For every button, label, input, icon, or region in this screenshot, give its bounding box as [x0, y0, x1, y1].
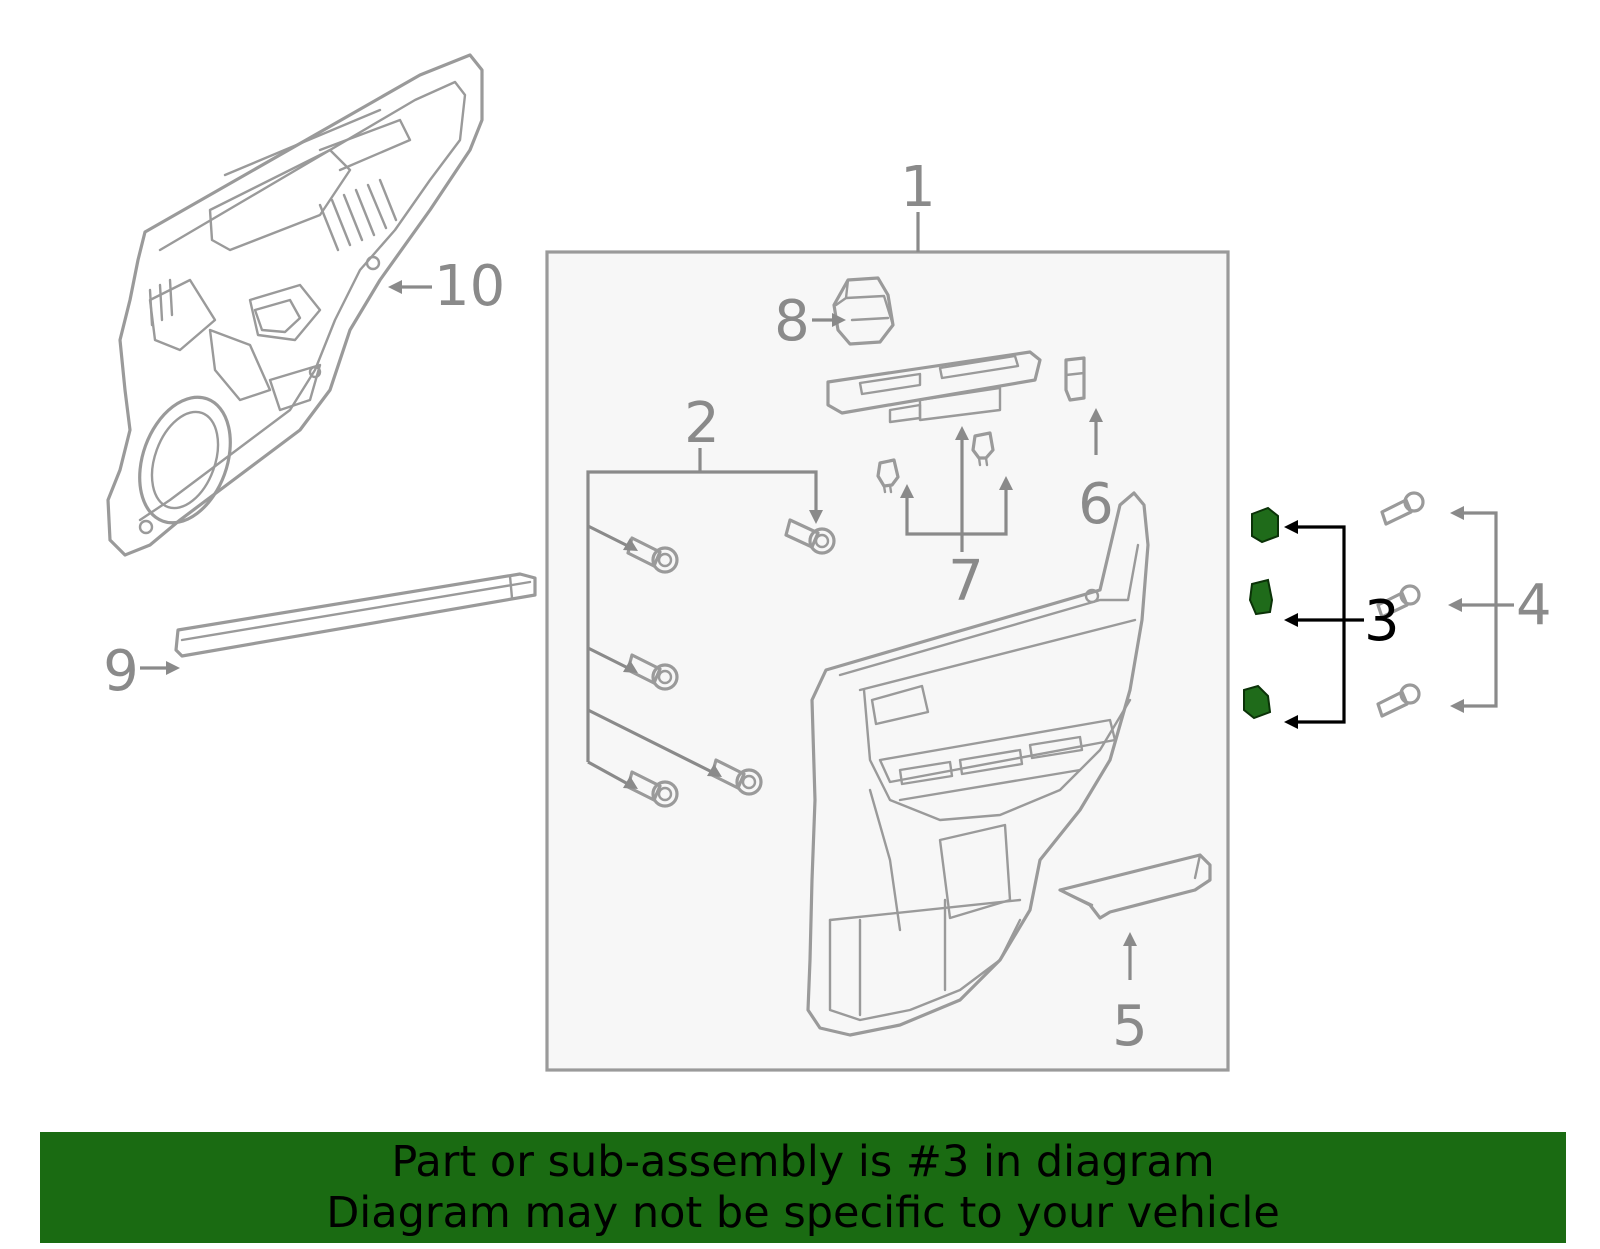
screws-part-4 — [1376, 491, 1425, 718]
clip-3b — [1248, 578, 1274, 616]
info-banner: Part or sub-assembly is #3 in diagram Di… — [40, 1132, 1566, 1243]
clip-part-6 — [1064, 356, 1086, 402]
door-trim-panel — [806, 491, 1150, 1037]
banner-line-disclaimer: Diagram may not be specific to your vehi… — [326, 1188, 1280, 1238]
screw-4a — [1380, 491, 1425, 526]
clip-3a — [1251, 506, 1279, 544]
assembly-box-part-1 — [545, 250, 1230, 1072]
callout-6: 6 — [1078, 472, 1114, 537]
callout-5: 5 — [1112, 994, 1148, 1059]
belt-weatherstrip-part-9 — [174, 572, 537, 658]
window-switch-bezel — [826, 350, 1042, 424]
callout-9: 9 — [103, 639, 139, 704]
pull-handle-part-5 — [1058, 853, 1212, 920]
callout-7: 7 — [948, 549, 984, 614]
callout-10: 10 — [434, 254, 505, 319]
screws-part-2 — [626, 518, 836, 808]
leader-lines — [140, 212, 1514, 980]
door-inner-frame-part-10 — [106, 53, 484, 557]
callout-1: 1 — [900, 155, 936, 220]
clips-part-7 — [876, 431, 995, 494]
callout-4: 4 — [1516, 573, 1552, 638]
screw-2b — [784, 518, 836, 555]
screw-4c — [1376, 683, 1421, 718]
callout-2: 2 — [684, 391, 720, 456]
banner-line-part-number: Part or sub-assembly is #3 in diagram — [391, 1137, 1215, 1187]
clip-3c — [1243, 684, 1272, 720]
callout-labels: 1 2 3 4 5 6 7 8 9 10 — [103, 155, 1551, 1059]
screw-4b — [1376, 584, 1421, 619]
clips-part-3 — [1243, 506, 1279, 720]
callout-3: 3 — [1364, 589, 1400, 654]
switch-knob-part-8 — [832, 276, 895, 346]
callout-8: 8 — [774, 289, 810, 354]
